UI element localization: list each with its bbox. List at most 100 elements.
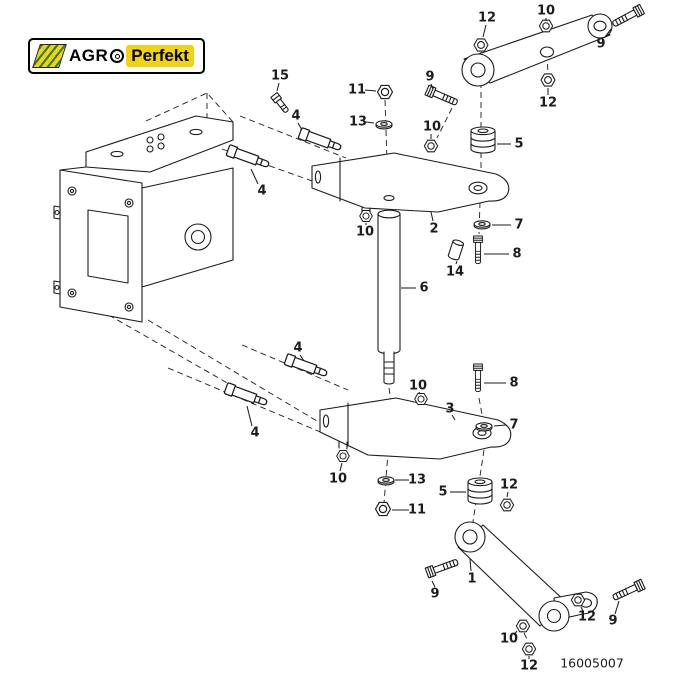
callout-label-12: 12 [539, 96, 557, 111]
part-10-nut [538, 19, 554, 33]
part-4-pin [297, 126, 344, 154]
callout-label-10: 10 [409, 379, 427, 394]
callout-leader-7 [493, 424, 507, 427]
part-4-pin [225, 143, 272, 171]
callout-leader-4 [297, 122, 303, 131]
part-10-nut [423, 139, 439, 153]
document-number: 16005007 [560, 656, 624, 671]
callout-label-2: 2 [429, 222, 438, 237]
callout-label-7: 7 [509, 418, 518, 433]
part-6-shaft [377, 209, 401, 385]
callout-label-12: 12 [520, 659, 538, 674]
callout-leader-15 [276, 82, 280, 92]
callout-label-6: 6 [419, 281, 428, 296]
part-13-washer [377, 476, 395, 486]
part-10-nut [336, 450, 350, 462]
callout-leader-10 [339, 462, 343, 472]
part-12-nut [473, 38, 489, 52]
callout-leader-10 [513, 630, 518, 636]
callout-leader-12 [506, 491, 509, 498]
callout-label-13: 13 [349, 115, 367, 130]
callout-label-5: 5 [514, 137, 523, 152]
callout-leader-9 [430, 83, 434, 90]
callout-leader-14 [455, 260, 458, 265]
callout-label-10: 10 [500, 632, 518, 647]
callout-label-10: 10 [537, 4, 555, 19]
callout-label-10: 10 [356, 225, 374, 240]
mounting-bracket [53, 115, 234, 323]
callout-label-12: 12 [578, 610, 596, 625]
part-14-spacer [447, 239, 465, 261]
part-8-bolt [473, 235, 483, 265]
callout-leader-3 [451, 414, 456, 421]
callout-label-4: 4 [257, 184, 266, 199]
callout-leader-10 [418, 391, 421, 395]
callout-label-14: 14 [446, 265, 464, 280]
callout-label-8: 8 [512, 247, 521, 262]
callout-label-4: 4 [293, 341, 302, 356]
callout-label-3: 3 [445, 402, 454, 417]
part-4-pin [283, 352, 330, 380]
part-10-nut [359, 210, 373, 222]
callout-label-7: 7 [514, 218, 523, 233]
callout-label-9: 9 [608, 614, 617, 629]
part-9-bolt [610, 578, 646, 603]
part-5-bushing [467, 477, 493, 505]
logo-text-agro: AGR [69, 46, 109, 65]
part-15-pin-bolt [270, 91, 289, 113]
callout-label-9: 9 [596, 37, 605, 52]
callout-label-11: 11 [348, 83, 366, 98]
part-3-lower-link-plate [319, 397, 512, 460]
part-13-washer [375, 120, 393, 130]
part-7-washer [475, 422, 493, 432]
callout-leader-12 [580, 606, 584, 612]
callout-label-15: 15 [271, 69, 289, 84]
callout-label-4: 4 [291, 109, 300, 124]
callout-leader-12 [482, 24, 487, 38]
callout-leader-4 [250, 168, 259, 185]
callout-leader-1 [469, 558, 472, 572]
callout-leader-2 [430, 211, 434, 222]
part-8-bolt [473, 363, 483, 393]
logo-o-inner-ring [114, 53, 120, 59]
part-4-pin [223, 381, 270, 409]
part-9-bolt [424, 84, 460, 109]
logo-text-perfekt: Perfekt [126, 45, 194, 67]
part-10-nut [515, 619, 531, 633]
callout-label-13: 13 [408, 473, 426, 488]
callout-label-5: 5 [438, 485, 447, 500]
part-11-nut [374, 501, 392, 517]
callout-label-12: 12 [500, 478, 518, 493]
part-12-nut [499, 498, 515, 512]
part-12-nut [540, 73, 556, 87]
callout-label-4: 4 [250, 426, 259, 441]
part-11-nut [376, 84, 394, 100]
part-7-washer [473, 220, 491, 230]
brand-logo: AGR Perfekt [28, 38, 205, 74]
callout-label-10: 10 [329, 472, 347, 487]
part-1-lower-lever-arm [454, 521, 598, 632]
part-2-upper-link-plate [311, 152, 510, 214]
callout-leader-13 [365, 121, 375, 124]
callout-leader-9 [431, 580, 436, 588]
part-9-bolt [610, 3, 645, 30]
callout-label-8: 8 [509, 376, 518, 391]
callout-leader-9 [604, 28, 612, 38]
callout-label-1: 1 [467, 572, 476, 587]
callout-leader-4 [299, 354, 305, 362]
callout-leader-4 [246, 405, 253, 427]
callout-label-9: 9 [430, 587, 439, 602]
part-5-bushing [470, 126, 496, 154]
logo-o-symbol [110, 49, 125, 63]
part-12-nut [570, 593, 586, 607]
callout-leader-9 [614, 600, 620, 615]
callout-label-12: 12 [478, 11, 496, 26]
part-9-bolt [424, 556, 460, 579]
part-10-nut [414, 393, 428, 405]
part-12-nut [521, 642, 537, 656]
callout-leader-11 [364, 89, 377, 92]
callout-label-11: 11 [408, 503, 426, 518]
